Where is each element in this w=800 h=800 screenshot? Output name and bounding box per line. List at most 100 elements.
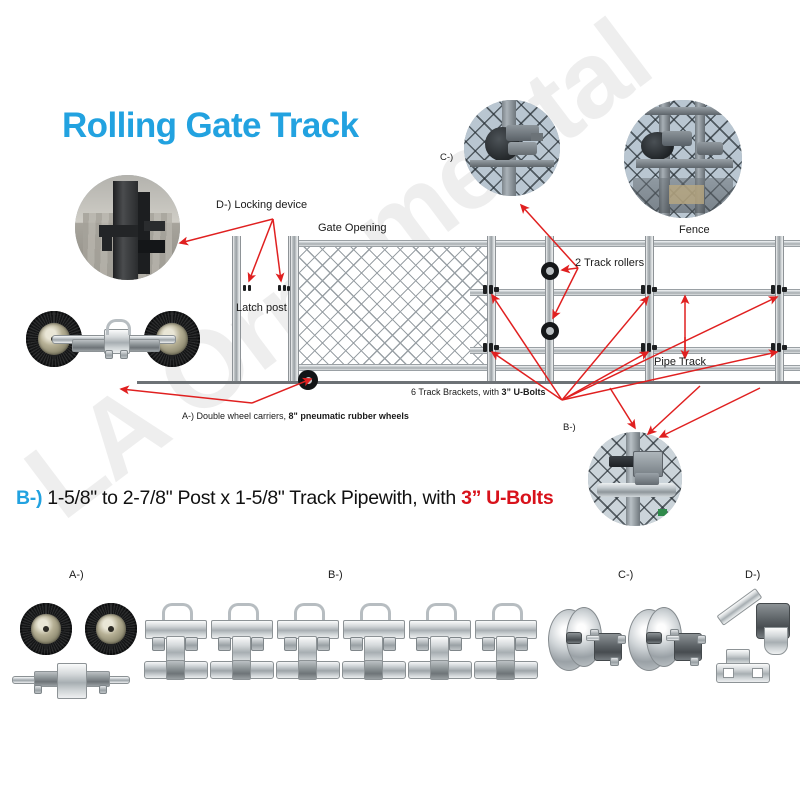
ground-line bbox=[137, 381, 800, 384]
track-bracket-4 bbox=[641, 343, 657, 352]
u-bolt bbox=[228, 603, 259, 624]
track-bracket-unit bbox=[276, 603, 340, 693]
bracket-collar bbox=[232, 660, 251, 680]
product-label-c: C-) bbox=[618, 569, 634, 581]
lower-pipe-track bbox=[470, 347, 800, 354]
u-bolt bbox=[294, 603, 325, 624]
track-roller-photo bbox=[464, 100, 560, 196]
fence-post-1 bbox=[487, 236, 496, 382]
product-gallery bbox=[0, 575, 800, 725]
latch-hardware-right bbox=[278, 285, 290, 291]
bracket-nut-right bbox=[185, 637, 198, 651]
lock-base-hole-right bbox=[752, 668, 763, 678]
product-label-a: A-) bbox=[69, 569, 84, 581]
track-bracket-3 bbox=[641, 285, 657, 294]
bracket-nut-left bbox=[350, 637, 363, 651]
product-b-track-brackets bbox=[144, 575, 544, 705]
bracket-nut-left bbox=[152, 637, 165, 651]
carrier-u-bolt bbox=[106, 319, 131, 335]
caption-wheel-carriers-bold: 8" pneumatic rubber wheels bbox=[288, 411, 409, 421]
track-bracket-5 bbox=[771, 285, 787, 294]
latch-post-left bbox=[232, 236, 241, 382]
roller-axle-block bbox=[646, 632, 662, 644]
bracket-nut-left bbox=[416, 637, 429, 651]
page-title: Rolling Gate Track bbox=[62, 106, 359, 145]
bracket-nut-left bbox=[218, 637, 231, 651]
track-bracket-unit bbox=[210, 603, 274, 693]
fence-post-2 bbox=[545, 236, 554, 382]
product-carrier-plate bbox=[57, 663, 87, 699]
track-bracket-2 bbox=[483, 343, 499, 352]
bracket-collar bbox=[166, 660, 185, 680]
product-label-b: B-) bbox=[328, 569, 343, 581]
upper-pipe-track bbox=[470, 289, 800, 296]
roller-bolt-b bbox=[697, 635, 706, 644]
gate-bottom-wheel bbox=[298, 370, 318, 390]
track-bracket-unit bbox=[342, 603, 406, 693]
roller-axle-block bbox=[566, 632, 582, 644]
track-bracket-6 bbox=[771, 343, 787, 352]
track-bracket-1 bbox=[483, 285, 499, 294]
u-bolt bbox=[492, 603, 523, 624]
latch-hardware-left bbox=[243, 285, 253, 291]
track-bracket-photo bbox=[588, 432, 682, 526]
gate-top-rail bbox=[293, 240, 491, 247]
carrier-nut-left bbox=[105, 350, 113, 359]
product-c-track-rollers bbox=[548, 575, 708, 705]
double-wheel-carrier-illustration bbox=[16, 305, 211, 383]
fence-post-3 bbox=[645, 236, 654, 382]
track-roller-unit bbox=[628, 605, 706, 685]
bracket-collar bbox=[496, 660, 515, 680]
bracket-nut-right bbox=[251, 637, 264, 651]
u-bolt bbox=[426, 603, 457, 624]
product-d-locking-device bbox=[714, 575, 800, 705]
track-bracket-unit bbox=[474, 603, 538, 693]
roller-bolt-c bbox=[690, 657, 699, 666]
bracket-nut-right bbox=[449, 637, 462, 651]
bracket-collar bbox=[364, 660, 383, 680]
gate-chain-link-mesh bbox=[296, 246, 489, 364]
carrier-nut-right bbox=[120, 350, 128, 359]
product-tire-2 bbox=[85, 603, 137, 655]
track-bracket-unit bbox=[144, 603, 208, 693]
product-tire-1 bbox=[20, 603, 72, 655]
label-latch-post: Latch post bbox=[236, 302, 287, 314]
lock-base-hole-left bbox=[723, 668, 734, 678]
bracket-collar bbox=[298, 660, 317, 680]
roller-mount-bracket bbox=[674, 633, 702, 661]
gate-leading-post bbox=[290, 236, 299, 382]
lock-hook bbox=[764, 627, 788, 655]
u-bolt bbox=[360, 603, 391, 624]
bracket-nut-left bbox=[482, 637, 495, 651]
callout-c-label: C-) bbox=[440, 152, 454, 163]
fence-photo bbox=[624, 100, 742, 218]
label-track-rollers: 2 Track rollers bbox=[575, 257, 645, 269]
caption-track-brackets: 6 Track Brackets, with 3” U-Bolts bbox=[411, 387, 546, 398]
locking-device-photo bbox=[75, 175, 180, 280]
fence-post-4 bbox=[775, 236, 784, 382]
caption-wheel-carriers: A-) Double wheel carriers, 8" pneumatic … bbox=[182, 411, 409, 422]
bracket-collar bbox=[430, 660, 449, 680]
label-fence: Fence bbox=[679, 224, 710, 236]
caption-track-brackets-prefix: 6 Track Brackets, with bbox=[411, 387, 502, 397]
bracket-nut-right bbox=[383, 637, 396, 651]
label-pipe-track: Pipe Track bbox=[654, 356, 706, 368]
roller-bolt-b bbox=[617, 635, 626, 644]
u-bolt bbox=[162, 603, 193, 624]
roller-shaft bbox=[586, 635, 600, 641]
callout-b-label: B-) bbox=[563, 422, 576, 433]
headline-text: 1-5/8" to 2-7/8" Post x 1-5/8" Track Pip… bbox=[42, 487, 462, 509]
product-carrier-nut-right bbox=[99, 685, 107, 694]
headline-highlight: 3” U-Bolts bbox=[461, 487, 554, 509]
product-label-d: D-) bbox=[745, 569, 761, 581]
roller-bolt-c bbox=[610, 657, 619, 666]
headline-tag: B-) bbox=[16, 487, 43, 509]
label-gate-opening: Gate Opening bbox=[318, 222, 387, 234]
product-a-double-wheel-carrier bbox=[0, 575, 140, 705]
track-roller-lower bbox=[541, 322, 559, 340]
caption-wheel-carriers-prefix: A-) Double wheel carriers, bbox=[182, 411, 289, 421]
headline-b-spec: B-) 1-5/8" to 2-7/8" Post x 1-5/8" Track… bbox=[16, 487, 554, 510]
bracket-nut-right bbox=[515, 637, 528, 651]
label-locking-device: D-) Locking device bbox=[216, 199, 308, 211]
